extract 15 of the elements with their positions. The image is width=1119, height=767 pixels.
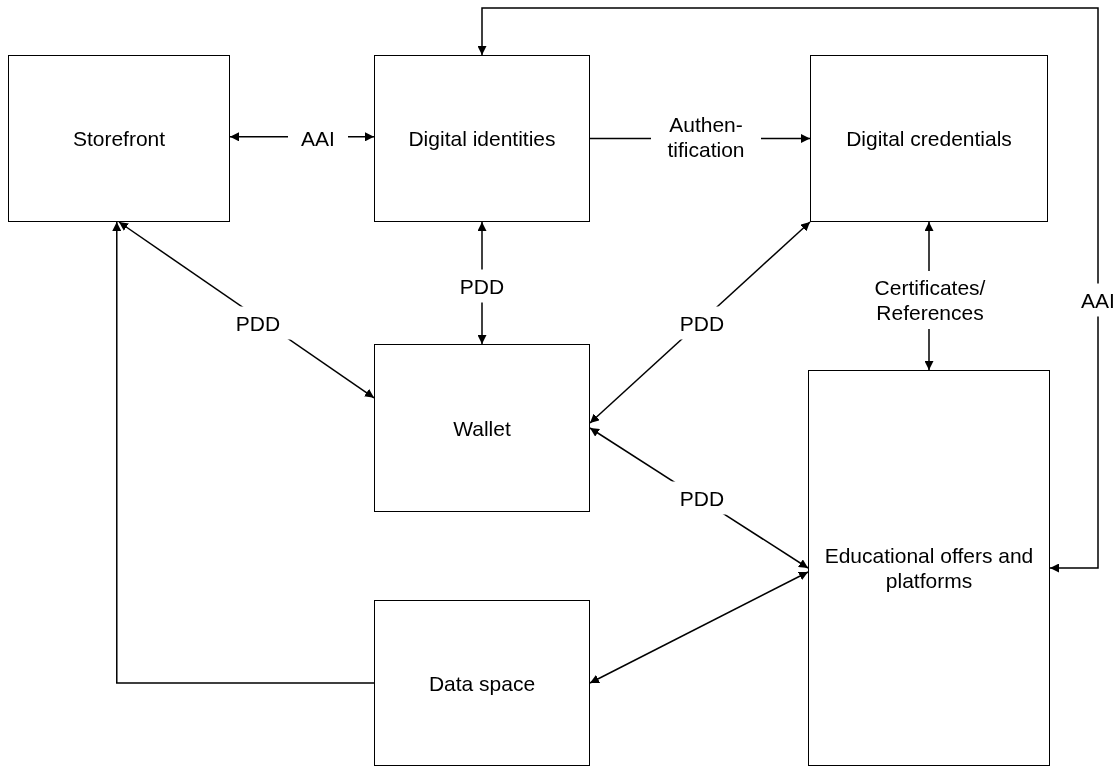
process-box [374, 344, 590, 512]
box-label: Wallet [453, 415, 511, 441]
box-label: Educational offers and platforms [823, 543, 1035, 593]
process-box [810, 55, 1048, 222]
box-label: Data space [428, 670, 536, 696]
box-label: Storefront [72, 126, 166, 151]
arrow [477, 7, 1099, 573]
arrow [589, 571, 809, 684]
process-box [374, 600, 590, 766]
box-label: Digital identities [408, 126, 556, 151]
arrow [112, 221, 375, 684]
process-box [8, 55, 230, 222]
box-label: Digital credentials [846, 126, 1012, 151]
process-box [808, 370, 1050, 766]
process-box [374, 55, 590, 222]
